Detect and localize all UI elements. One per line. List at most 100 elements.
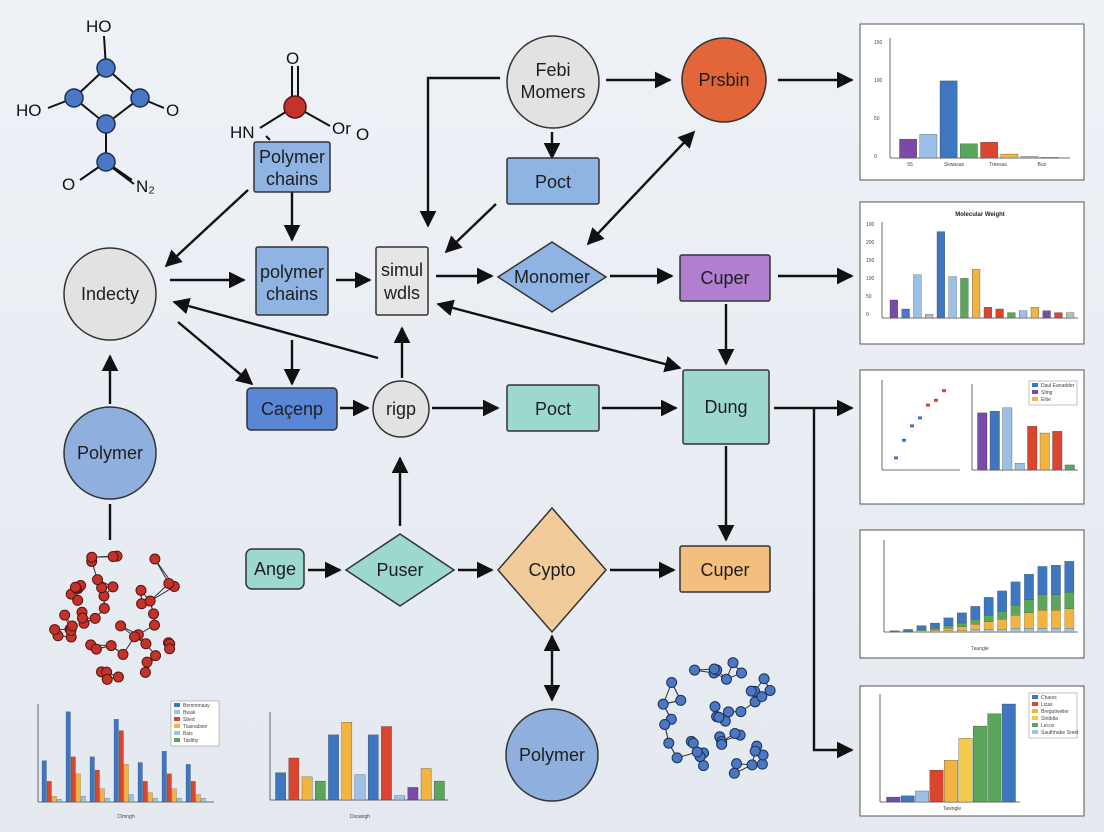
svg-text:Cuper: Cuper — [700, 560, 749, 580]
bar — [915, 790, 929, 803]
bar — [973, 725, 987, 803]
bar — [394, 795, 405, 801]
arrow-dung-simul — [436, 299, 682, 373]
bar — [80, 796, 86, 803]
bar — [1007, 312, 1016, 319]
svg-text:Dung: Dung — [704, 397, 747, 417]
svg-text:wdls: wdls — [383, 283, 420, 303]
svg-text:polymer: polymer — [260, 262, 324, 282]
legend-entry: Chaois — [1041, 695, 1057, 701]
bar — [147, 792, 153, 803]
scatter-point — [902, 438, 906, 442]
legend-swatch — [1032, 695, 1038, 699]
bar — [128, 794, 134, 803]
legend-entry: Taslttiy — [183, 738, 199, 744]
node-atom — [141, 656, 153, 668]
label-n2: N₂ — [136, 177, 155, 196]
bar — [200, 798, 206, 803]
legend-entry: Lizas — [1041, 702, 1053, 708]
stacked-segment — [930, 630, 940, 633]
node-atom — [709, 701, 721, 713]
node-prsbin: Prsbin — [681, 37, 767, 123]
arrow-polychains-to-indecty — [164, 189, 249, 268]
node-atom — [148, 608, 160, 620]
legend-entry: Lecos — [1041, 723, 1055, 729]
node-puser: Puser — [344, 533, 456, 607]
bar — [104, 798, 110, 803]
stacked-segment — [997, 619, 1007, 630]
node-polymer-chains-top: Polymer chains — [253, 141, 331, 193]
bar — [341, 722, 353, 801]
stacked-segment — [916, 625, 927, 630]
node-atom — [764, 684, 776, 696]
legend-entry: Sauthhabe Sreet — [1041, 730, 1079, 736]
node-atom — [164, 643, 176, 655]
bar — [65, 711, 71, 803]
node-atom — [666, 677, 678, 689]
svg-text:Monomer: Monomer — [514, 267, 590, 287]
legend-swatch — [1032, 390, 1038, 394]
bar — [56, 799, 62, 803]
node-atom — [140, 638, 152, 650]
node-atom — [135, 584, 147, 596]
stacked-segment — [1010, 604, 1021, 616]
x-tick-label: Treesas — [989, 162, 1007, 168]
bar — [960, 143, 978, 159]
arrow-indecty-to-cacenp — [177, 321, 254, 386]
bar — [1027, 426, 1038, 471]
svg-text:chains: chains — [266, 284, 318, 304]
bar — [137, 762, 143, 803]
node-atom — [716, 738, 728, 750]
bar — [977, 412, 988, 471]
stacked-segment — [970, 619, 981, 625]
node-atom — [90, 643, 102, 655]
stacked-segment — [1064, 608, 1075, 629]
bar — [328, 734, 339, 801]
node-atom — [727, 657, 739, 669]
label-ho-left: HO — [16, 101, 42, 120]
svg-text:Polymer: Polymer — [519, 745, 585, 765]
node-atom — [149, 553, 161, 565]
chart-frame — [859, 201, 1085, 345]
bar — [972, 269, 981, 319]
scatter-point — [942, 389, 946, 393]
stacked-segment — [930, 629, 940, 631]
stacked-segment — [1037, 594, 1048, 611]
node-atom — [756, 758, 768, 770]
bar — [900, 795, 915, 803]
node-atom — [150, 650, 162, 662]
node-atom — [72, 594, 84, 606]
x-tick-label: 55 — [907, 162, 913, 168]
y-tick-label: 150 — [874, 40, 883, 46]
stacked-segment — [1024, 628, 1034, 633]
node-atom — [117, 648, 129, 660]
legend-entry: Bwak — [183, 710, 196, 716]
bar — [980, 142, 998, 159]
bar — [354, 774, 366, 801]
node-atom — [671, 752, 683, 764]
node-atom — [115, 620, 127, 632]
bar — [41, 760, 47, 803]
node-cypto: Cypto — [497, 506, 607, 634]
stacked-segment — [916, 629, 927, 631]
bar — [1064, 464, 1075, 471]
node-cuper-purple: Cuper — [679, 254, 771, 302]
node-atom — [76, 612, 88, 624]
atom-oxygen — [283, 95, 307, 119]
bar — [1001, 703, 1016, 803]
stacked-segment — [970, 629, 981, 633]
node-cuper-orange: Cuper — [679, 545, 771, 593]
svg-text:Poct: Poct — [535, 172, 571, 192]
bar — [944, 760, 958, 803]
svg-text:chains: chains — [266, 169, 318, 189]
bar — [99, 788, 105, 803]
y-tick-label: 0 — [874, 154, 877, 160]
stacked-segment — [997, 611, 1007, 620]
stacked-segment — [1051, 565, 1061, 595]
bar — [94, 769, 100, 803]
bar — [381, 726, 392, 801]
bar — [315, 780, 326, 801]
bar — [913, 274, 922, 319]
legend-entry: Tiasnabion — [183, 724, 207, 730]
